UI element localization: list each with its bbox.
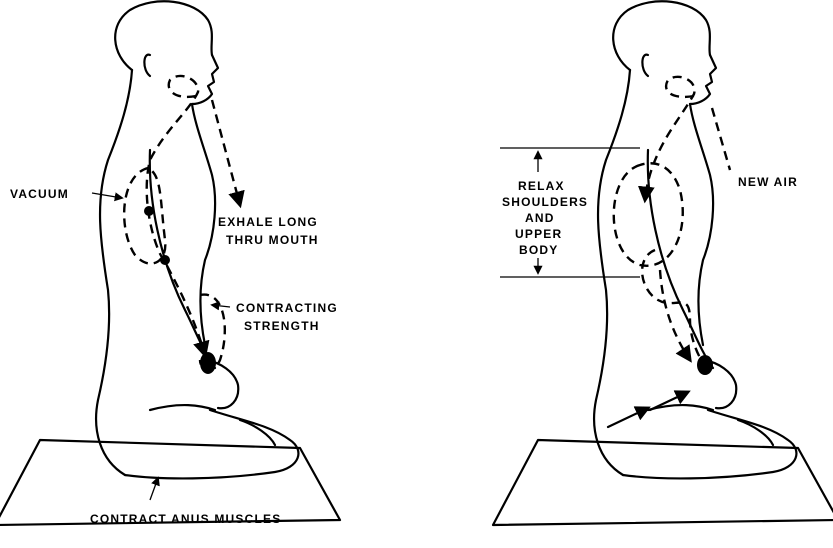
contracting-label-line2: STRENGTH	[244, 319, 320, 333]
anus-arrow	[150, 478, 158, 500]
lower-abdomen-dot	[200, 352, 216, 374]
left-figure: VACUUM EXHALE LONG THRU MOUTH CONTRACTIN…	[0, 1, 340, 526]
new-air-label: NEW AIR	[738, 175, 798, 189]
exhale-label-line2: THRU MOUTH	[226, 233, 319, 247]
inflow-arrow-2	[650, 392, 688, 410]
right-abdomen-dot	[697, 355, 713, 375]
vacuum-arrow	[92, 193, 122, 198]
contract-anus-label: CONTRACT ANUS MUSCLES	[90, 512, 281, 526]
vacuum-loop	[124, 168, 165, 264]
right-body-outline	[493, 1, 833, 525]
relax-label-line2: SHOULDERS	[502, 195, 588, 209]
relax-label-line4: UPPER	[515, 227, 562, 241]
inflow-arrow-1	[608, 408, 648, 427]
exhale-label-line1: EXHALE LONG	[218, 215, 318, 229]
contracting-arrow	[212, 305, 230, 307]
lower-chest-loop	[642, 250, 705, 365]
left-exhale-path	[212, 100, 240, 205]
contracting-label-line1: CONTRACTING	[236, 301, 338, 315]
relax-label-line5: BODY	[519, 243, 558, 257]
right-breath-path	[645, 77, 695, 200]
new-air-path	[712, 108, 730, 170]
vacuum-dot-1	[144, 206, 154, 216]
relax-label-line3: AND	[525, 211, 555, 225]
vacuum-dot-2	[160, 255, 170, 265]
relax-label-line1: RELAX	[518, 179, 565, 193]
right-figure: RELAX SHOULDERS AND UPPER BODY NEW AIR	[493, 1, 833, 525]
vacuum-label: VACUUM	[10, 187, 69, 201]
